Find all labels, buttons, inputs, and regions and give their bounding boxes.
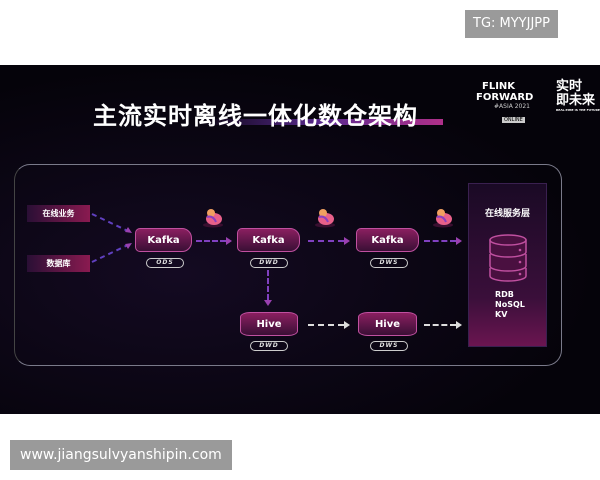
flink-squirrel-icon (433, 209, 453, 228)
diagram-panel (14, 164, 562, 366)
title-underline (200, 119, 443, 125)
arrow-head (456, 237, 462, 245)
serving-title: 在线服务层 (484, 209, 530, 219)
hive-dws: Hive (358, 312, 417, 336)
logo-badge: ONLINE (502, 117, 525, 123)
slide: 主流实时离线一体化数仓架构 FLINK FORWARD #ASIA 2021 O… (0, 65, 600, 414)
arrow-dwd-dws (308, 240, 344, 242)
layer-hive-dwd: DWD (250, 341, 288, 351)
store-nosql: NoSQL (495, 300, 525, 309)
layer-hive-dws: DWS (370, 341, 408, 351)
arrow-head (264, 300, 272, 306)
flink-squirrel-icon (203, 209, 223, 228)
slide-title: 主流实时离线一体化数仓架构 (93, 102, 418, 130)
logo-tagline: REAL-TIME IS THE FUTURE (556, 108, 600, 112)
arrow-hive-dwd-dws (308, 324, 344, 326)
flink-forward-logo: FLINK FORWARD #ASIA 2021 ONLINE (476, 81, 533, 123)
store-kv: KV (495, 310, 508, 319)
layer-dws: DWS (370, 258, 408, 268)
arrow-hive-serving (424, 324, 456, 326)
flink-squirrel-icon (315, 209, 335, 228)
arrow-head (226, 237, 232, 245)
database-icon (489, 234, 527, 282)
store-rdb: RDB (495, 290, 514, 299)
layer-dwd: DWD (250, 258, 288, 268)
logo-cn: 实时 即未来 REAL-TIME IS THE FUTURE (556, 80, 600, 113)
layer-ods: ODS (146, 258, 184, 268)
arrow-dws-serving (424, 240, 456, 242)
arrow-head (344, 237, 350, 245)
kafka-ods: Kafka (135, 228, 192, 252)
hive-dwd: Hive (240, 312, 298, 336)
logo-line1: FLINK (482, 81, 516, 92)
source-database: 数据库 (27, 255, 90, 272)
source-online-business: 在线业务 (27, 205, 90, 222)
logo-cn2: 即未来 (556, 93, 596, 108)
logo-line2: FORWARD (476, 92, 534, 103)
watermark-bottom: www.jiangsulvyanshipin.com (10, 440, 232, 470)
kafka-dwd: Kafka (237, 228, 300, 252)
kafka-dws: Kafka (356, 228, 419, 252)
logo-cn1: 实时 (556, 79, 583, 94)
arrow-head (344, 321, 350, 329)
serving-layer: 在线服务层 RDB NoSQL KV (468, 183, 547, 347)
source-arrows (91, 213, 132, 263)
logo-line3: #ASIA 2021 (494, 103, 530, 110)
store-list: RDB NoSQL KV (495, 290, 525, 320)
arrow-head (456, 321, 462, 329)
arrow-ods-dwd (196, 240, 226, 242)
watermark-top: TG: MYYJJPP (465, 10, 558, 38)
arrow-kafka-hive (267, 270, 269, 300)
